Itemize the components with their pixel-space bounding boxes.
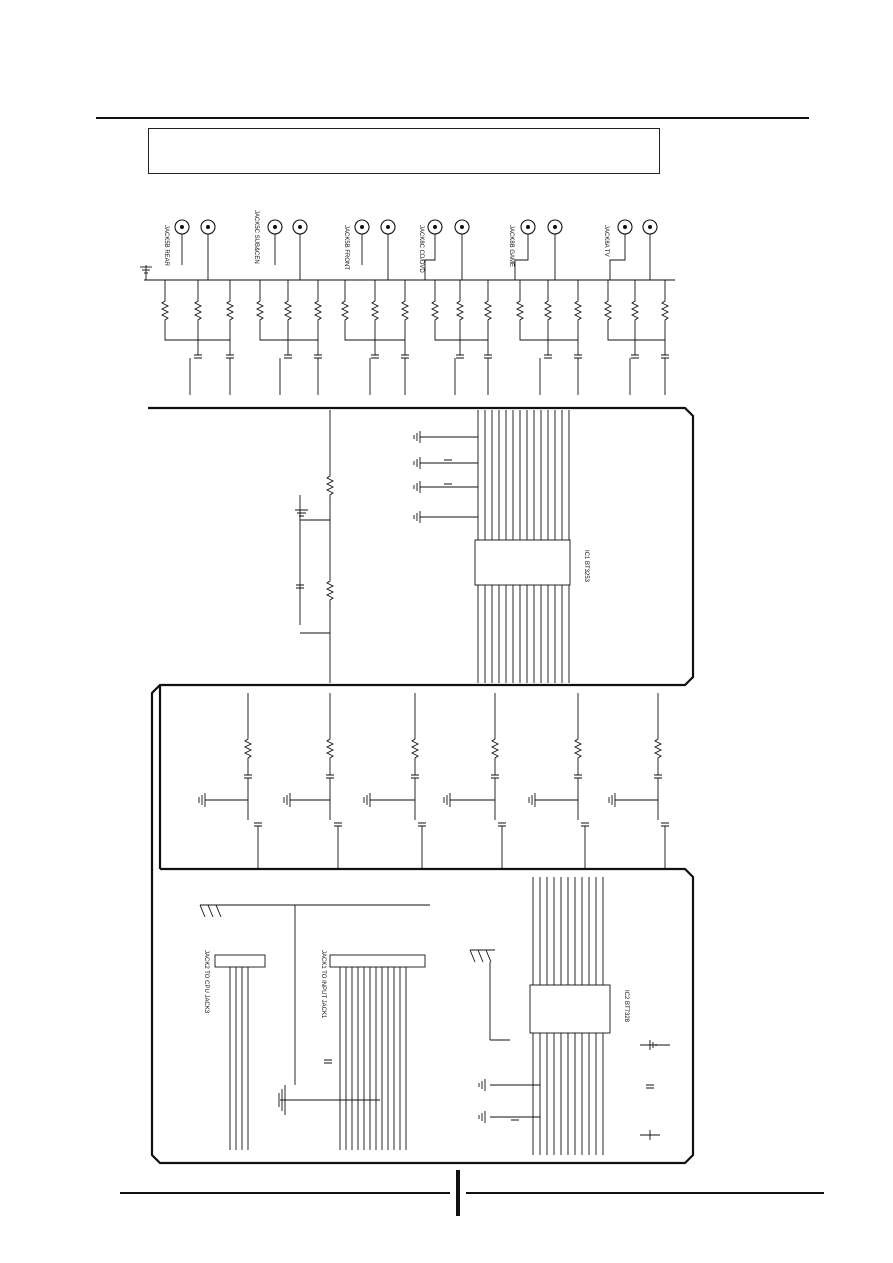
mid-panel (295, 410, 571, 683)
top-panel (140, 265, 675, 281)
svg-text:JACK8A TV: JACK8A TV (603, 225, 609, 257)
top-jacks (174, 219, 658, 235)
svg-text:JACK5B REAR: JACK5B REAR (163, 225, 169, 267)
svg-text:JACK1 TO INPUT JACK1: JACK1 TO INPUT JACK1 (320, 950, 326, 1019)
svg-text:JACK8B GAME: JACK8B GAME (508, 225, 514, 267)
header-rule (96, 117, 809, 119)
footer-divider (456, 1170, 460, 1216)
footer-rule-right (466, 1192, 824, 1194)
svg-text:JACK8C CD/DVD: JACK8C CD/DVD (418, 225, 424, 273)
svg-text:IC2 BT7328: IC2 BT7328 (623, 990, 629, 1023)
svg-text:JACK5B FRONT: JACK5B FRONT (343, 225, 349, 270)
title-box (148, 128, 660, 174)
schematic-diagram: JACK5B REAR JACK5C SUB&CEN JACK5B FRONT … (140, 210, 695, 1165)
footer-rule-left (120, 1192, 450, 1194)
svg-text:JACK2 TO CPU JACK3: JACK2 TO CPU JACK3 (203, 950, 209, 1014)
svg-text:JACK5C SUB&CEN: JACK5C SUB&CEN (253, 210, 259, 264)
svg-text:IC1 BT3253: IC1 BT3253 (583, 550, 589, 583)
bottom-panel (199, 877, 670, 1155)
low-panel (198, 693, 670, 869)
